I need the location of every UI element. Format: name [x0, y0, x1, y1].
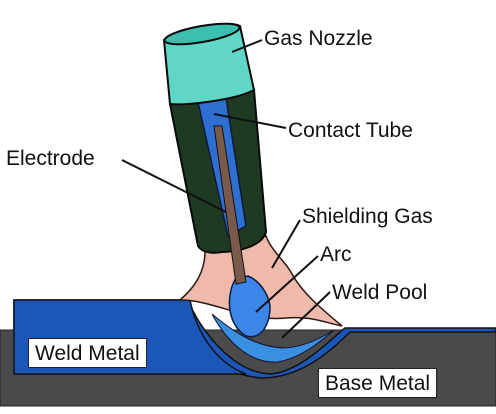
leader-weld-pool: [281, 291, 331, 339]
label-electrode: Electrode: [6, 147, 95, 170]
leader-gas-nozzle: [231, 39, 263, 53]
label-weld-metal: Weld Metal: [28, 338, 147, 368]
electrode-wire: [213, 125, 247, 285]
nozzle-top-rim: [163, 22, 241, 46]
label-arc: Arc: [320, 243, 352, 266]
label-shielding-gas: Shielding Gas: [302, 205, 433, 228]
label-base-metal: Base Metal: [318, 368, 438, 398]
leader-lines: [121, 39, 331, 339]
label-gas-nozzle: Gas Nozzle: [264, 27, 373, 50]
shielding-gas: [177, 235, 343, 327]
leader-electrode: [121, 159, 227, 213]
label-weld-pool: Weld Pool: [332, 281, 428, 304]
leader-arc: [255, 255, 319, 313]
weld-pool: [211, 313, 335, 363]
leader-contact-tube: [213, 113, 287, 129]
arc: [228, 275, 271, 338]
leader-shielding-gas: [271, 219, 301, 269]
label-contact-tube: Contact Tube: [288, 119, 413, 142]
